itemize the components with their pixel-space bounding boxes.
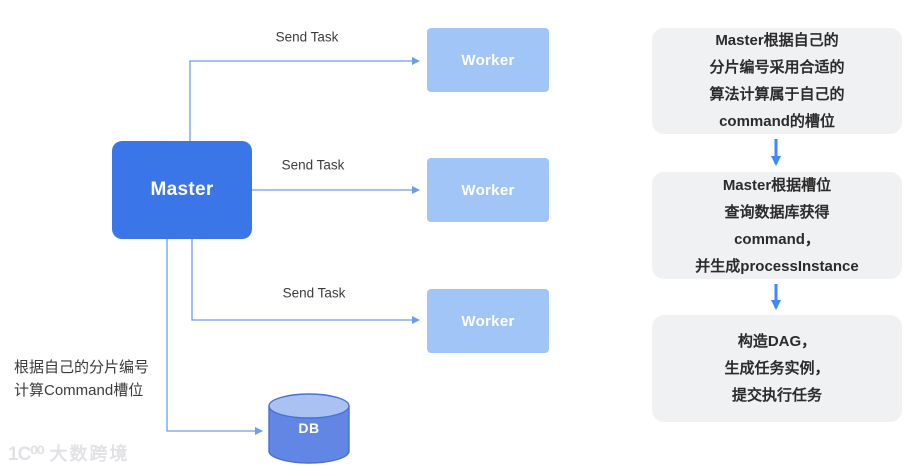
worker-label: Worker bbox=[461, 312, 515, 330]
flow-step-3-text: 构造DAG， 生成任务实例， 提交执行任务 bbox=[724, 333, 830, 404]
send-task-label-3: Send Task bbox=[282, 285, 346, 301]
worker-node-2: Worker bbox=[427, 158, 549, 222]
watermark-logo: 1C⁰⁰ bbox=[8, 444, 45, 465]
master-node: Master bbox=[112, 141, 252, 239]
send-task-label-1: Send Task bbox=[275, 29, 339, 45]
flow-step-2-text: Master根据槽位 查询数据库获得 command， 并生成processIn… bbox=[695, 176, 859, 275]
worker-label: Worker bbox=[461, 181, 515, 199]
worker-label: Worker bbox=[461, 51, 515, 69]
flow-step-2: Master根据槽位 查询数据库获得 command， 并生成processIn… bbox=[652, 172, 902, 279]
db-label: DB bbox=[298, 420, 320, 436]
worker-node-3: Worker bbox=[427, 289, 549, 353]
flow-step-1: Master根据自己的 分片编号采用合适的 算法计算属于自己的 command的… bbox=[652, 28, 902, 134]
watermark: 1C⁰⁰ 大数跨境 bbox=[8, 440, 130, 466]
flow-step-1-text: Master根据自己的 分片编号采用合适的 算法计算属于自己的 command的… bbox=[709, 32, 845, 130]
db-cylinder bbox=[268, 393, 350, 464]
send-task-label-2: Send Task bbox=[281, 157, 345, 173]
worker-node-1: Worker bbox=[427, 28, 549, 92]
watermark-text: 大数跨境 bbox=[49, 444, 130, 464]
flow-step-3: 构造DAG， 生成任务实例， 提交执行任务 bbox=[652, 315, 902, 422]
shard-note: 根据自己的分片编号 计算Command槽位 bbox=[14, 359, 150, 399]
master-label: Master bbox=[150, 179, 214, 200]
